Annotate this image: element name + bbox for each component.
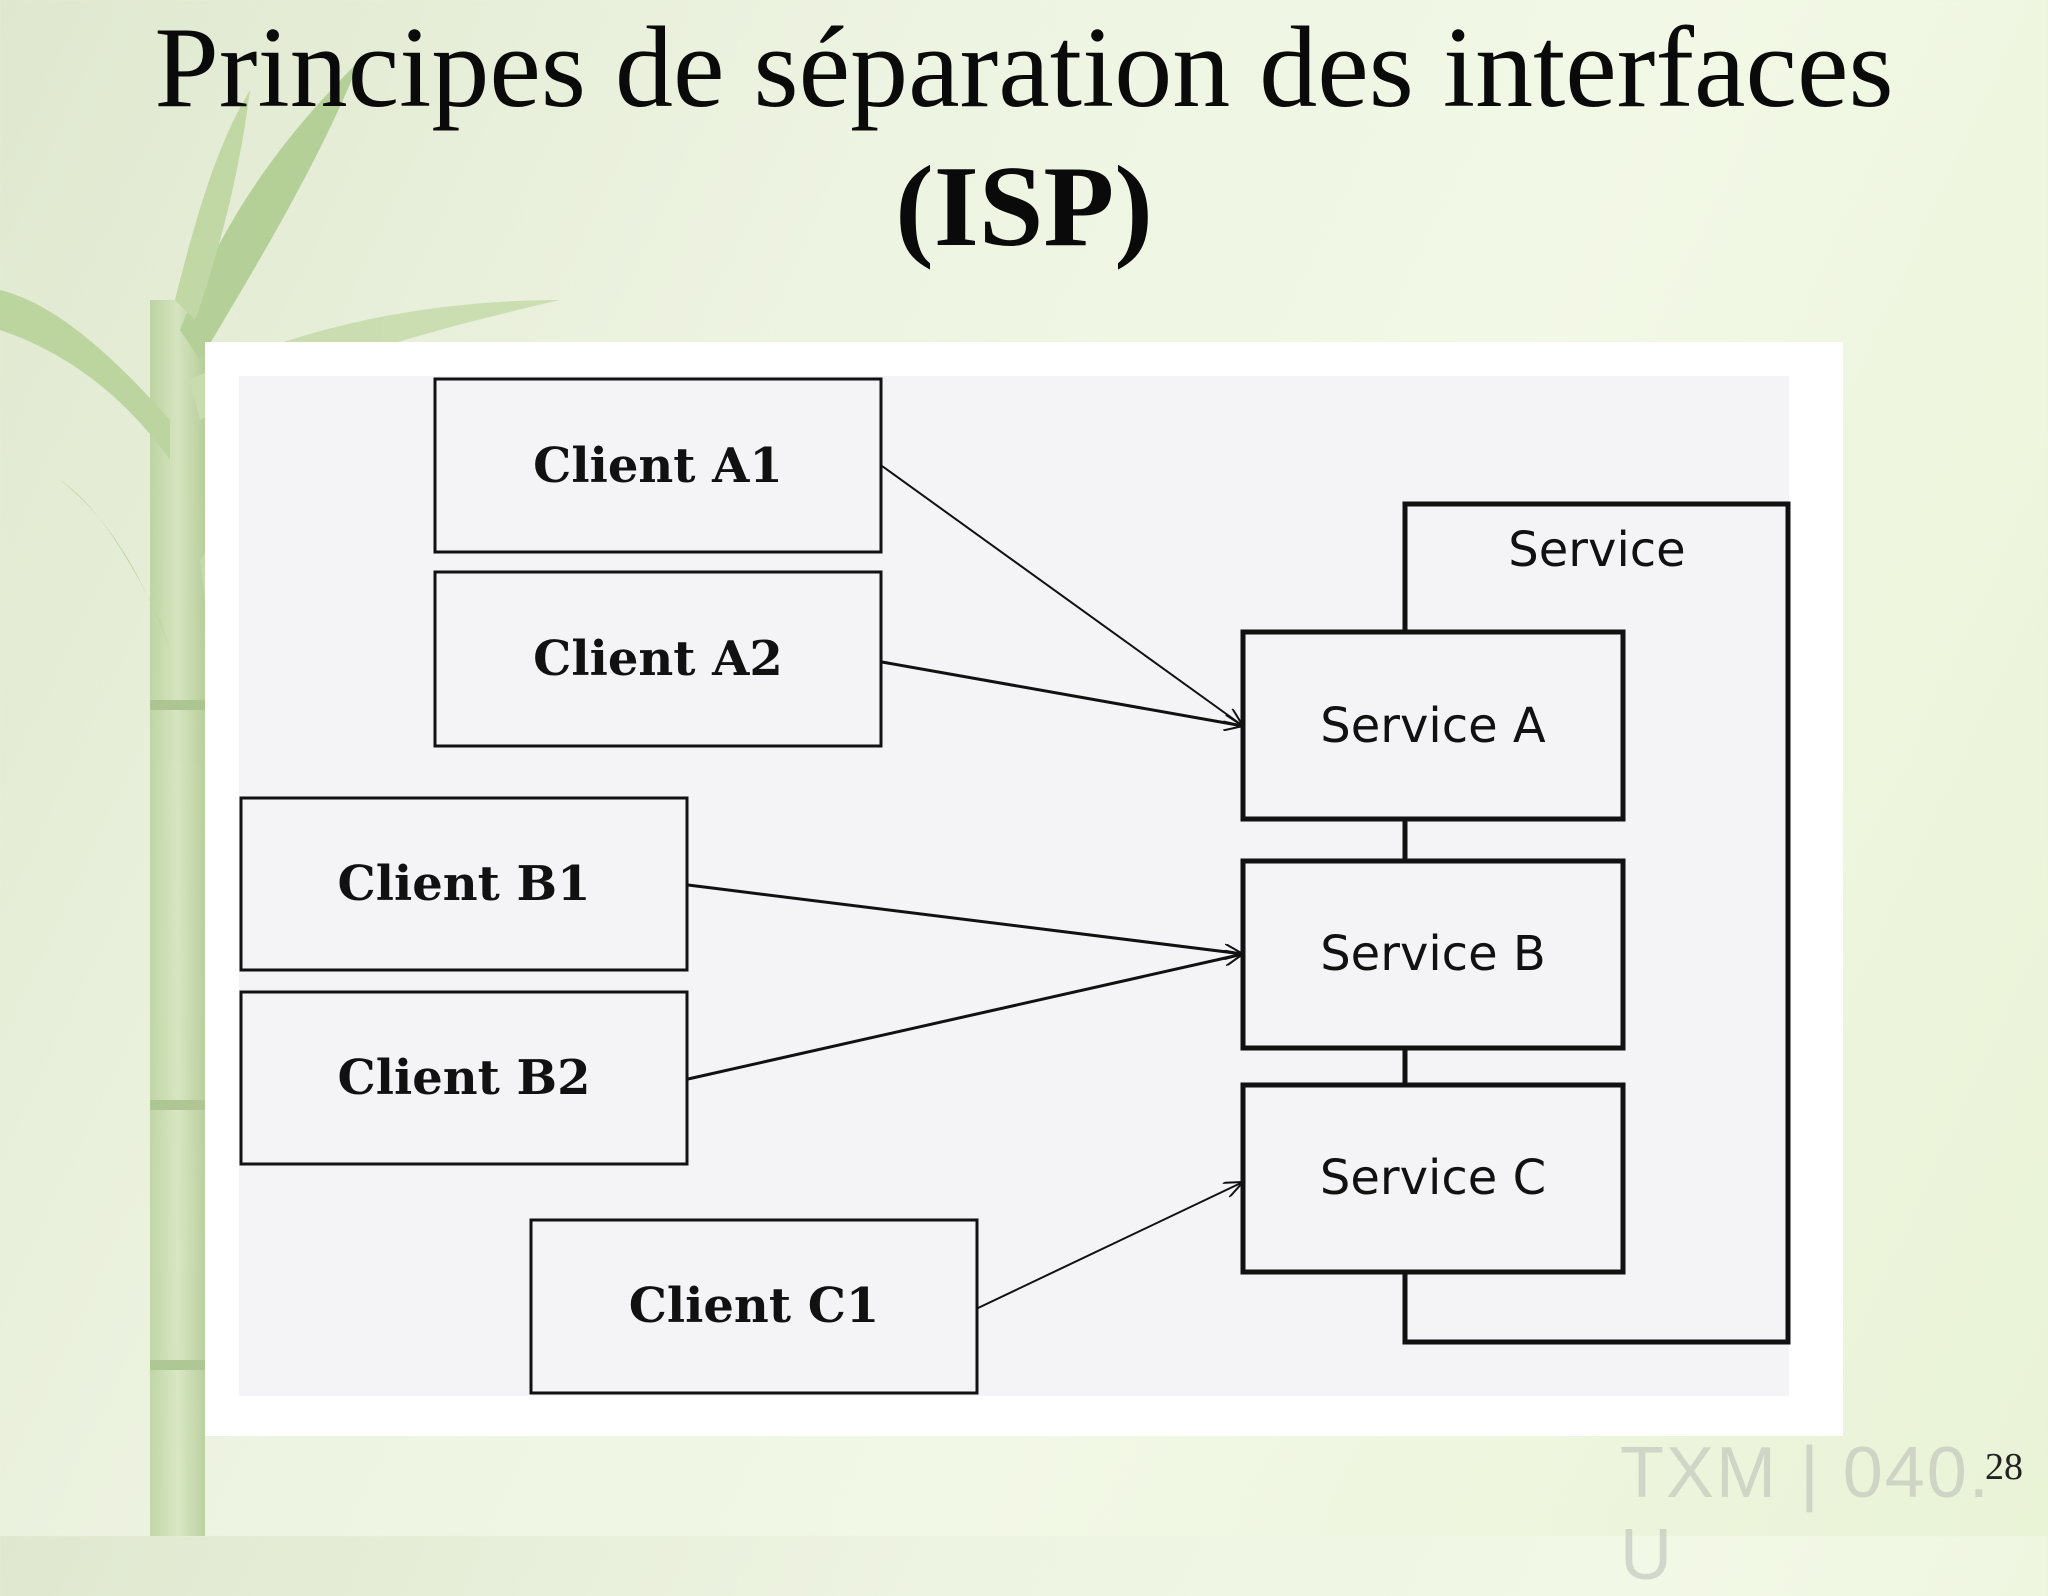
bamboo-background-art [0, 60, 560, 1536]
arrow-a2-to-service-a [881, 660, 1243, 726]
client-a1-label: Client A1 [533, 438, 783, 494]
client-b1-label: Client B1 [338, 856, 591, 912]
client-b1-box: Client B1 [239, 796, 689, 972]
client-c1-label: Client C1 [629, 1278, 880, 1334]
service-container-label: Service [1508, 522, 1685, 578]
client-b2-label: Client B2 [338, 1050, 591, 1106]
service-c-box: Service C [1240, 1082, 1626, 1275]
arrow-c1-to-service-c [977, 1182, 1243, 1309]
client-a2-label: Client A2 [533, 631, 783, 687]
arrow-a1-to-service-a [881, 465, 1243, 726]
client-b2-box: Client B2 [239, 990, 689, 1166]
client-c1-box: Client C1 [529, 1218, 979, 1395]
service-b-label: Service B [1320, 926, 1546, 982]
client-a2-box: Client A2 [433, 570, 883, 748]
watermark-text: TXM | 040. U [1620, 1433, 1991, 1595]
arrow-b2-to-service-b [687, 954, 1243, 1081]
client-a1-box: Client A1 [433, 377, 883, 554]
slide-title-line1: Principes de séparation des interfaces [154, 4, 1894, 132]
slide-title-line2: (ISP) [895, 143, 1153, 271]
service-c-label: Service C [1320, 1150, 1546, 1206]
isp-diagram: Service Service A Service B Service C Cl… [205, 342, 1843, 1436]
slide-page-number: 28 [1985, 1446, 2023, 1488]
service-a-label: Service A [1320, 698, 1546, 754]
service-a-box: Service A [1240, 629, 1626, 822]
arrow-b1-to-service-b [687, 883, 1243, 954]
service-b-box: Service B [1240, 858, 1626, 1051]
